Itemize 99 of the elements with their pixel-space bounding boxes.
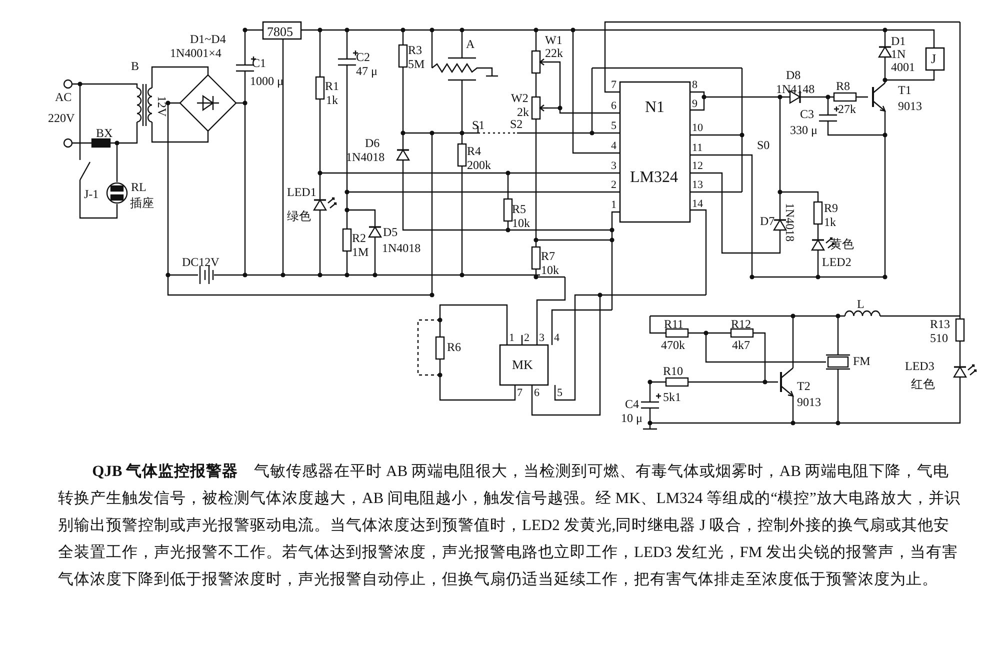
component-label: BX: [96, 127, 113, 140]
component-label: 9013: [797, 396, 821, 409]
pin-number: 3: [539, 333, 544, 344]
component-label: 12V: [155, 96, 168, 117]
component-label: 绿色: [287, 210, 311, 223]
component-label: 5k1: [663, 391, 681, 404]
component-label: D1~D4: [190, 33, 226, 46]
component-label: R4: [467, 145, 482, 158]
component-label: S1: [472, 119, 485, 132]
pin-number: 2: [524, 333, 530, 344]
pin-number: 9: [692, 99, 698, 110]
chip-label: LM324: [630, 170, 678, 186]
component-label: 4k7: [732, 339, 750, 352]
component-label: LED1: [287, 186, 316, 199]
component-label: 插座: [130, 197, 154, 210]
pin-number: 5: [611, 121, 616, 132]
component-label: RL: [131, 181, 146, 194]
chip-label: J: [931, 52, 936, 65]
component-label: R10: [663, 365, 684, 378]
caption-paragraph: QJB 气体监控报警器 气敏传感器在平时 AB 两端电阻很大，当检测到可燃、有毒气体或烟雾时，AB 两端电阻下降，气电转换产生触发信号，被检测气体浓度越大，AB 间电阻越小，触发信号越强。经 MK、LM324 等组成的“模控”放大电路放大，并识别输出预警控制或声光报警驱动电流。当气体浓度达到预警值时，LED2 发黄光,同时继电器 J 吸合，控制外接的换气扇或其他安全装置工作，声光报警不工作。若气体达到报警浓度，声光报警电路也立即工作，LED3 发红光，FM 发出尖锐的报警声，当有害气体浓度下降到低于报警浓度时，声光报警自动停止，但换气扇仍适当延续工作，把有害气体排走至浓度低于预警浓度为止。: [58, 462, 962, 590]
component-label: T2: [797, 380, 810, 393]
component-label: 10 μ: [621, 412, 642, 425]
pin-number: 8: [692, 80, 698, 91]
component-label: 1N4018: [382, 242, 421, 255]
component-label: R13: [930, 318, 950, 331]
pin-number: 4: [611, 141, 616, 152]
component-label: J-1: [84, 188, 99, 201]
component-label: FM: [853, 355, 870, 368]
component-label: D7: [760, 215, 775, 228]
component-label: R7: [541, 250, 556, 263]
component-label: 330 μ: [790, 124, 818, 137]
component-label: 22k: [545, 47, 563, 60]
component-label: S0: [757, 139, 770, 152]
component-label: 200k: [467, 159, 491, 172]
pin-number: 11: [692, 143, 703, 154]
pin-number: 10: [692, 123, 703, 134]
component-label: C4: [625, 398, 640, 411]
component-label: LED3: [905, 360, 934, 373]
component-label: DC12V: [182, 256, 220, 269]
component-label: 510: [930, 332, 948, 345]
component-label: 1M: [352, 246, 369, 259]
component-label: L: [857, 298, 864, 311]
component-label: T1: [898, 84, 912, 97]
component-label: D8: [786, 69, 801, 82]
component-label: 1N4148: [776, 83, 815, 96]
component-label: D1: [891, 35, 906, 48]
component-label: C2: [356, 51, 370, 64]
component-label: R2: [352, 232, 366, 245]
chip-label: 7805: [267, 25, 293, 38]
component-label: 9013: [898, 100, 922, 113]
component-label: W2: [511, 92, 528, 105]
component-label: D5: [383, 226, 398, 239]
component-label: 10k: [512, 217, 530, 230]
component-label: D6: [365, 137, 380, 150]
component-label: B: [131, 60, 140, 73]
pin-number: 5: [557, 388, 562, 399]
component-label: R1: [325, 80, 340, 93]
component-label: R8: [836, 80, 850, 93]
component-label: R6: [447, 341, 462, 354]
component-label: AC: [55, 91, 72, 104]
component-label: 红色: [911, 378, 935, 391]
component-label: 10k: [541, 264, 559, 277]
pin-number: 1: [611, 200, 616, 211]
component-label: S2: [510, 118, 523, 131]
pin-number: 7: [517, 388, 522, 399]
pin-number: 12: [692, 161, 703, 172]
pin-number: 14: [692, 199, 703, 210]
pin-number: 13: [692, 180, 703, 191]
chip-label: N1: [645, 100, 665, 116]
component-label: R12: [731, 318, 752, 331]
pin-number: 6: [534, 388, 540, 399]
component-label: 1k: [326, 94, 338, 107]
component-label: A: [466, 38, 475, 51]
component-label: W1: [545, 34, 562, 47]
component-label: 470k: [661, 339, 685, 352]
pin-number: 6: [611, 101, 616, 112]
component-label: R9: [824, 202, 838, 215]
component-label: LED2: [822, 256, 852, 269]
component-label: 1k: [824, 216, 836, 229]
pin-number: 3: [611, 161, 616, 172]
component-label: 220V: [48, 112, 75, 125]
component-label: R3: [408, 44, 422, 57]
component-label: R11: [664, 318, 684, 331]
pin-number: 2: [611, 180, 616, 191]
component-label: 1N4001×4: [170, 47, 222, 60]
component-label: 1N4018: [346, 151, 385, 164]
component-label: C3: [800, 108, 814, 121]
component-label: R5: [512, 203, 526, 216]
component-label: 47 μ: [356, 65, 378, 78]
chip-label: MK: [512, 358, 533, 371]
component-label: 1000 μ: [250, 75, 284, 88]
component-label: 2k: [517, 106, 529, 119]
pin-number: 4: [554, 333, 560, 344]
component-label: 1N 4001: [891, 48, 916, 74]
pin-number: 1: [509, 333, 514, 344]
component-label: 27k: [838, 103, 856, 116]
component-label: 5M: [408, 58, 425, 71]
component-label: 1N4018: [783, 203, 796, 242]
pin-number: 7: [611, 80, 616, 91]
